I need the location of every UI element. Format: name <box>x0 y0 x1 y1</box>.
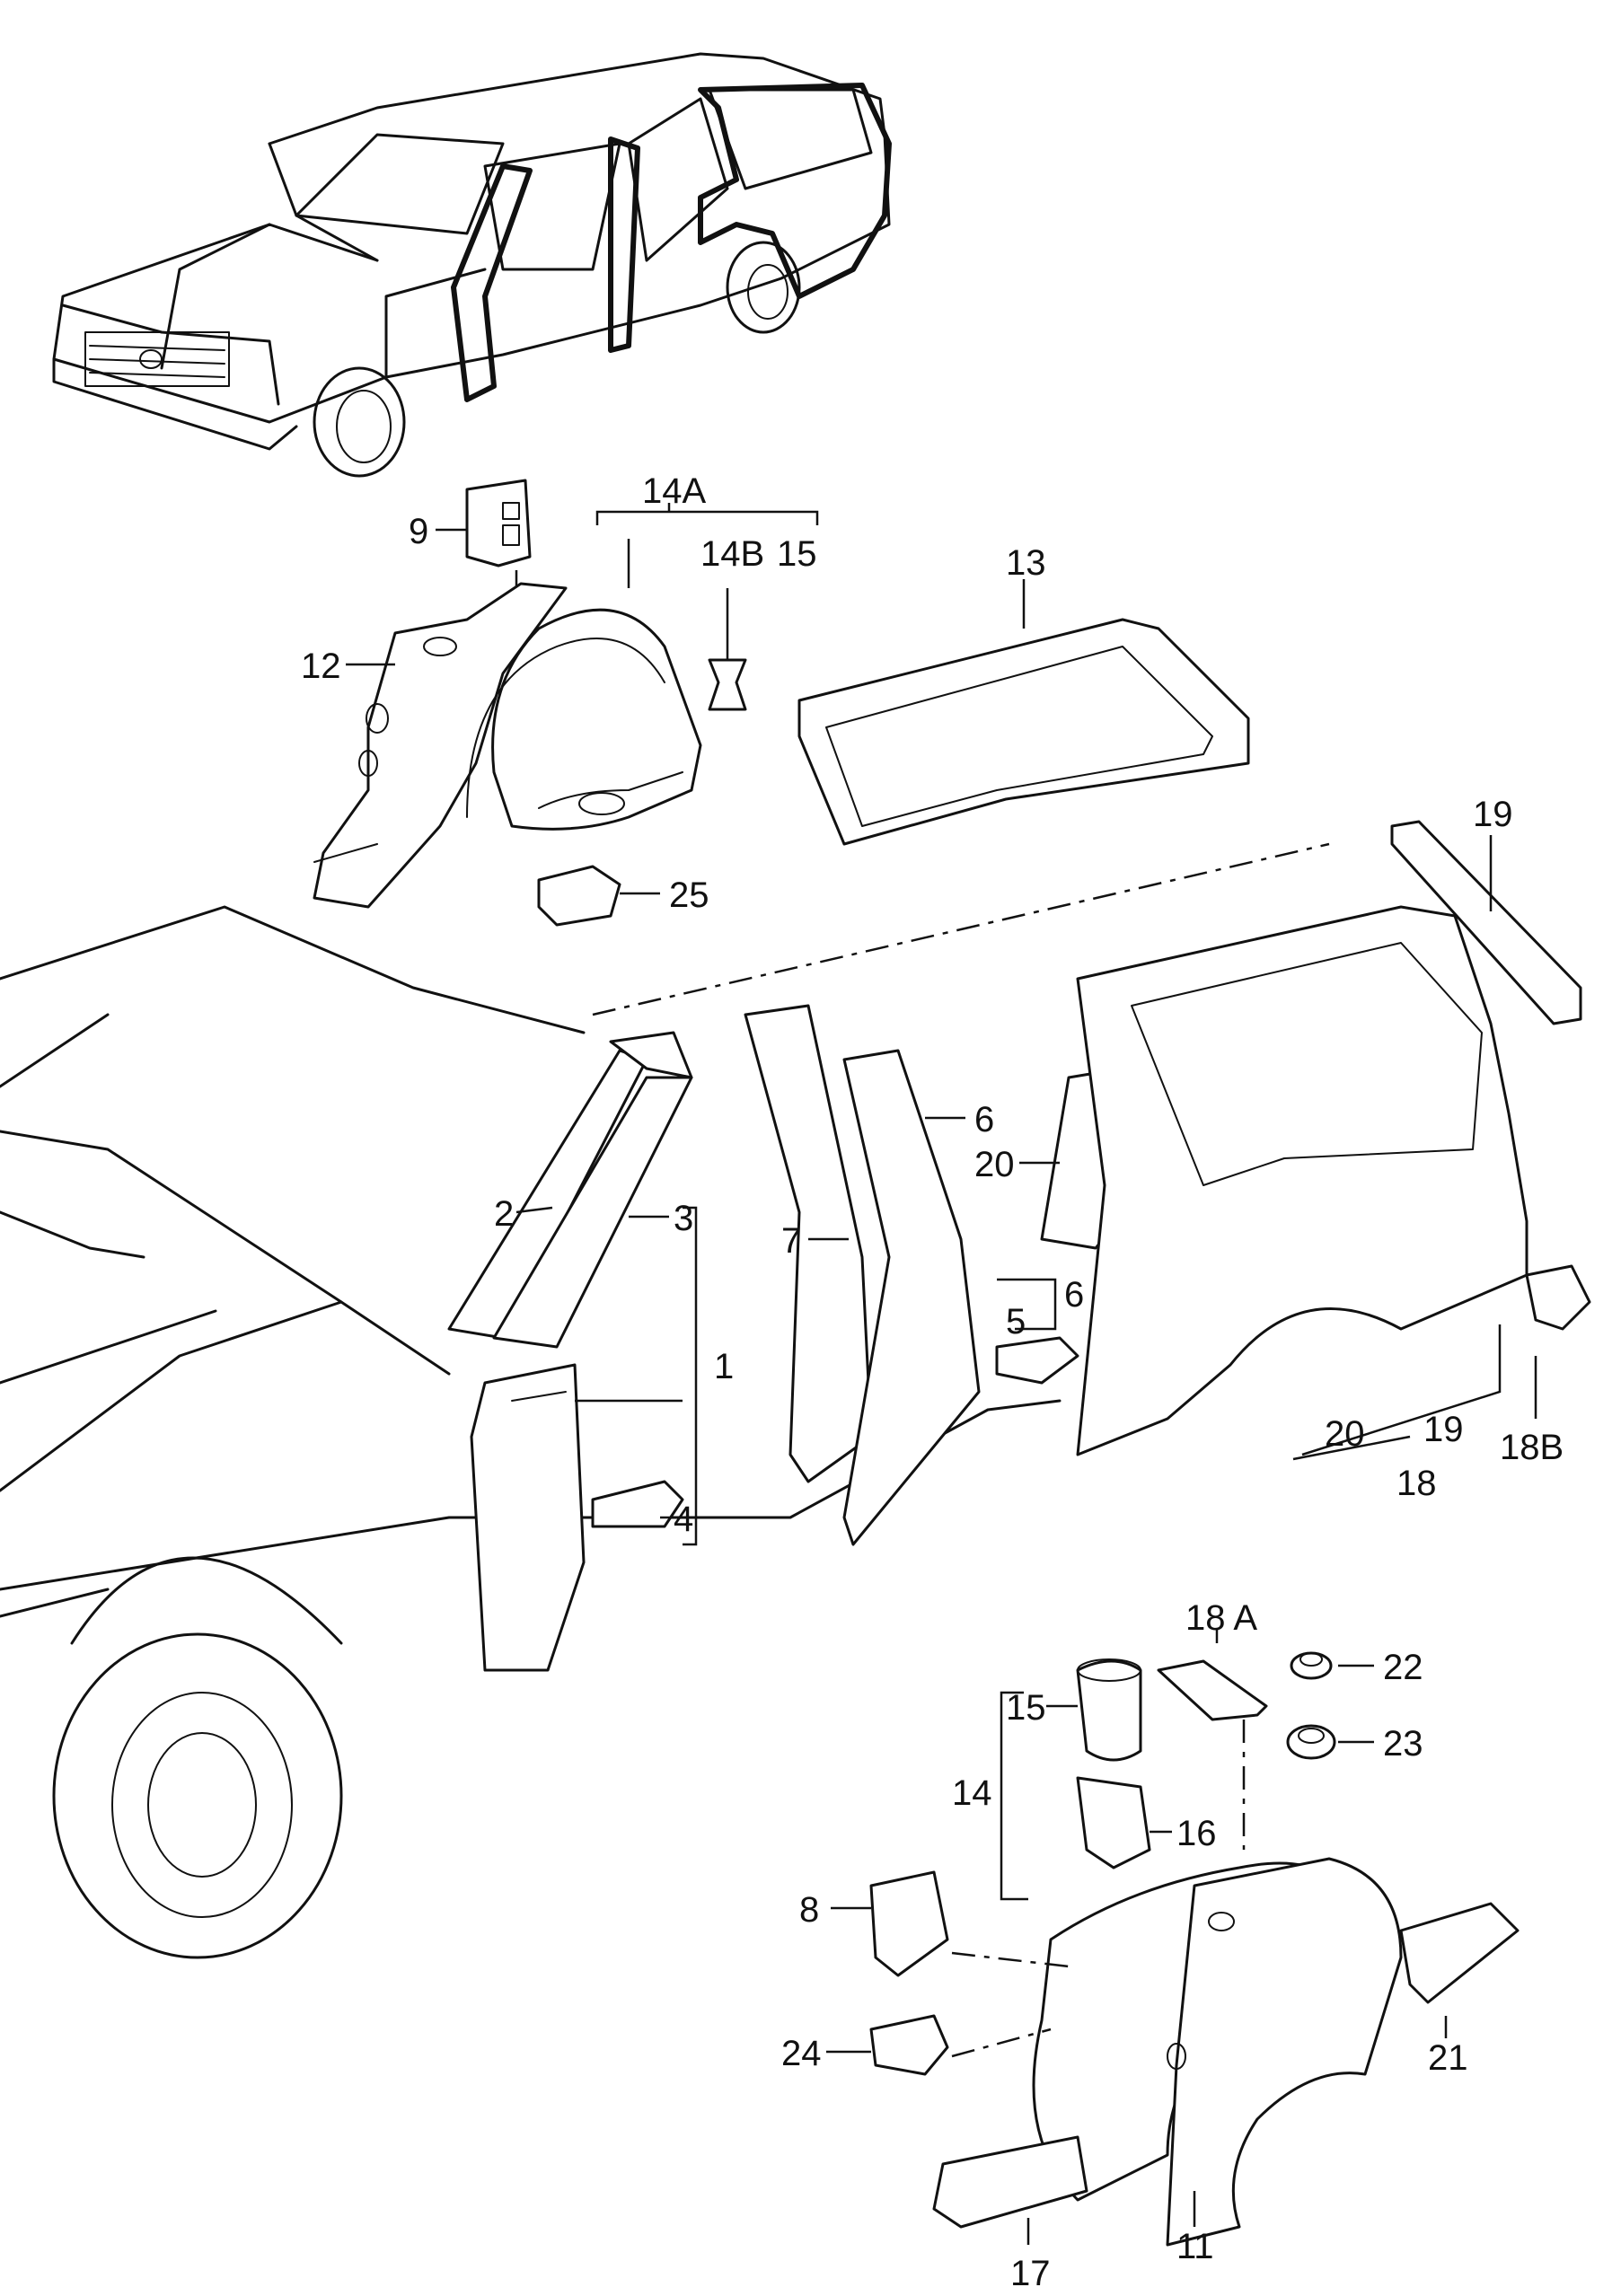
callout-25: 25 <box>669 875 709 915</box>
callout-1: 1 <box>714 1347 734 1386</box>
callout-7: 7 <box>781 1221 801 1261</box>
callout-12: 12 <box>301 647 341 686</box>
callout-4: 4 <box>674 1500 693 1539</box>
rear-inner-wheelhouse-group <box>313 479 747 927</box>
main-car-side <box>0 820 1591 1959</box>
callout-5: 5 <box>1006 1302 1026 1342</box>
callout-23: 23 <box>1383 1724 1423 1764</box>
callout-9: 9 <box>409 512 428 551</box>
callout-14B: 14B <box>700 534 764 574</box>
callout-11: 11 <box>1176 2227 1214 2266</box>
callout-14: 14 <box>952 1773 992 1813</box>
callout-20: 20 <box>974 1145 1015 1184</box>
callout-21: 21 <box>1428 2038 1468 2078</box>
callout-15b: 15 <box>1006 1688 1046 1728</box>
callout-3: 3 <box>674 1199 693 1238</box>
rear-wheelhouse-group <box>869 1651 1520 2247</box>
callout-6b: 6 <box>1064 1275 1084 1315</box>
callout-19b: 19 <box>1423 1410 1464 1449</box>
callout-17: 17 <box>1010 2254 1051 2293</box>
roof-frame-13 <box>797 618 1250 846</box>
callout-20b: 20 <box>1325 1414 1365 1454</box>
callout-18: 18 <box>1396 1464 1437 1503</box>
callout-18A: 18 A <box>1185 1598 1257 1638</box>
callout-leaders <box>346 503 1537 2245</box>
overview-car <box>52 52 892 478</box>
callout-15: 15 <box>777 534 817 574</box>
callout-13: 13 <box>1006 543 1046 583</box>
callout-19: 19 <box>1473 795 1513 834</box>
callout-24: 24 <box>781 2034 822 2073</box>
callout-16: 16 <box>1176 1814 1217 1853</box>
callout-labels: 9 14A 14B 15 12 13 25 19 2 3 1 4 7 6 20 … <box>301 471 1564 2293</box>
callout-2: 2 <box>494 1194 514 1234</box>
callout-18B: 18B <box>1500 1428 1564 1467</box>
callout-14A: 14A <box>642 471 706 511</box>
callout-8: 8 <box>799 1890 819 1930</box>
callout-22: 22 <box>1383 1648 1423 1687</box>
callout-6: 6 <box>974 1100 994 1139</box>
